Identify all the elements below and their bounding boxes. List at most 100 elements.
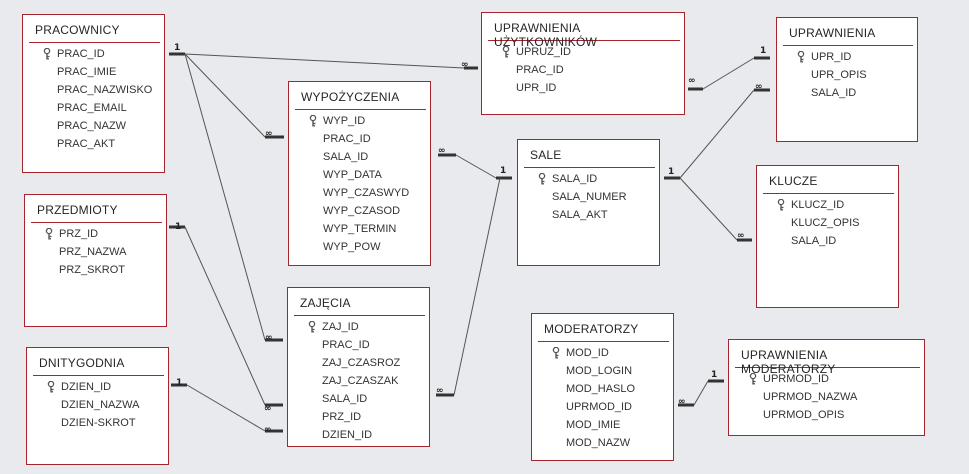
field-name: WYP_DATA: [323, 169, 382, 181]
field-row[interactable]: UPRMOD_ID: [532, 398, 673, 416]
primary-key-field[interactable]: PRZ_ID: [25, 225, 166, 243]
field-row[interactable]: SALA_ID: [757, 232, 898, 250]
table-przedmioty[interactable]: PRZEDMIOTY PRZ_ID PRZ_NAZWA PRZ_SKROT: [24, 194, 167, 327]
field-row[interactable]: SALA_ID: [777, 84, 917, 102]
field-row[interactable]: PRZ_ID: [288, 408, 429, 426]
primary-key-icon: [749, 372, 757, 385]
table-title: UPRAWNIENIA UŻYTKOWNIKÓW: [494, 21, 598, 49]
field-row[interactable]: WYP_DATA: [289, 166, 430, 184]
relationship-line[interactable]: [453, 177, 501, 396]
relationship-line[interactable]: [455, 154, 497, 179]
relationship-line[interactable]: [679, 177, 738, 241]
field-row[interactable]: UPR_OPIS: [777, 66, 917, 84]
many-cardinality-label: ∞: [264, 404, 272, 414]
field-row[interactable]: ZAJ_CZASZAK: [288, 372, 429, 390]
relationship-line[interactable]: [679, 89, 755, 179]
field-row[interactable]: MOD_IMIE: [532, 416, 673, 434]
table-title: PRZEDMIOTY: [37, 203, 118, 217]
field-row[interactable]: PRZ_NAZWA: [25, 243, 166, 261]
field-row[interactable]: PRAC_ID: [482, 61, 684, 79]
primary-key-field[interactable]: PRAC_ID: [23, 45, 164, 63]
field-name: UPRMOD_ID: [566, 401, 633, 413]
field-row[interactable]: SALA_ID: [289, 148, 430, 166]
table-title: ZAJĘCIA: [300, 296, 351, 310]
primary-key-field[interactable]: UPRMOD_ID: [729, 370, 924, 388]
field-row[interactable]: MOD_NAZW: [532, 434, 673, 452]
field-row[interactable]: SALA_ID: [288, 390, 429, 408]
field-name: WYP_CZASOD: [323, 205, 401, 217]
primary-key-icon: [43, 47, 51, 60]
field-name: PRZ_NAZWA: [59, 246, 127, 258]
field-row[interactable]: KLUCZ_OPIS: [757, 214, 898, 232]
field-row[interactable]: DZIEN-SKROT: [27, 414, 168, 432]
primary-key-field[interactable]: WYP_ID: [289, 112, 430, 130]
field-name: ZAJ_ID: [322, 321, 359, 333]
field-row[interactable]: DZIEN_NAZWA: [27, 396, 168, 414]
field-row[interactable]: SALA_AKT: [518, 206, 659, 224]
primary-key-field[interactable]: UPRUZ_ID: [482, 43, 684, 61]
title-divider: [294, 315, 425, 316]
field-name: PRAC_ID: [516, 64, 564, 76]
primary-key-field[interactable]: DZIEN_ID: [27, 378, 168, 396]
field-name: DZIEN_ID: [61, 381, 112, 393]
many-cardinality-label: ∞: [678, 397, 686, 407]
field-list: DZIEN_ID DZIEN_NAZWA DZIEN-SKROT: [27, 376, 168, 432]
field-row[interactable]: UPR_ID: [482, 79, 684, 97]
many-cardinality-label: ∞: [755, 82, 763, 92]
relationship-line[interactable]: [184, 53, 465, 69]
relationship-line[interactable]: [184, 53, 266, 341]
field-list: UPRUZ_ID PRAC_ID UPR_ID: [482, 41, 684, 97]
table-uprawnienia-uzytkownikow[interactable]: UPRAWNIENIA UŻYTKOWNIKÓW UPRUZ_ID PRAC_ID…: [481, 12, 685, 115]
field-row[interactable]: PRAC_AKT: [23, 135, 164, 153]
primary-key-field[interactable]: UPR_ID: [777, 48, 917, 66]
field-row[interactable]: WYP_TERMIN: [289, 220, 430, 238]
field-name: PRZ_SKROT: [59, 264, 126, 276]
field-row[interactable]: WYP_CZASWYD: [289, 184, 430, 202]
field-row[interactable]: PRAC_ID: [288, 336, 429, 354]
field-name: DZIEN-SKROT: [61, 417, 136, 429]
primary-key-field[interactable]: ZAJ_ID: [288, 318, 429, 336]
field-name: UPRMOD_OPIS: [763, 409, 845, 421]
field-row[interactable]: WYP_POW: [289, 238, 430, 256]
field-name: PRAC_NAZWISKO: [57, 84, 153, 96]
relationship-line[interactable]: [184, 53, 266, 138]
field-row[interactable]: PRAC_IMIE: [23, 63, 164, 81]
field-row[interactable]: MOD_LOGIN: [532, 362, 673, 380]
relationship-line[interactable]: [702, 57, 755, 90]
relationship-line[interactable]: [693, 380, 709, 406]
primary-key-field[interactable]: MOD_ID: [532, 344, 673, 362]
field-row[interactable]: SALA_NUMER: [518, 188, 659, 206]
field-row[interactable]: MOD_HASLO: [532, 380, 673, 398]
field-row[interactable]: WYP_CZASOD: [289, 202, 430, 220]
field-row[interactable]: PRAC_NAZWISKO: [23, 81, 164, 99]
field-row[interactable]: UPRMOD_NAZWA: [729, 388, 924, 406]
field-name: PRAC_ID: [57, 48, 105, 60]
field-row[interactable]: PRAC_NAZW: [23, 117, 164, 135]
field-name: SALA_ID: [552, 173, 598, 185]
primary-key-field[interactable]: KLUCZ_ID: [757, 196, 898, 214]
title-divider: [31, 222, 162, 223]
field-row[interactable]: ZAJ_CZASROZ: [288, 354, 429, 372]
one-cardinality-label: 1: [176, 378, 182, 388]
relationship-line[interactable]: [184, 226, 266, 406]
one-cardinality-label: 1: [175, 222, 181, 232]
field-row[interactable]: UPRMOD_OPIS: [729, 406, 924, 424]
many-cardinality-label: ∞: [461, 60, 469, 70]
field-row[interactable]: PRZ_SKROT: [25, 261, 166, 279]
field-row[interactable]: PRAC_EMAIL: [23, 99, 164, 117]
field-row[interactable]: PRAC_ID: [289, 130, 430, 148]
relationship-line[interactable]: [186, 384, 266, 432]
field-row[interactable]: DZIEN_ID: [288, 426, 429, 444]
primary-key-field[interactable]: SALA_ID: [518, 170, 659, 188]
